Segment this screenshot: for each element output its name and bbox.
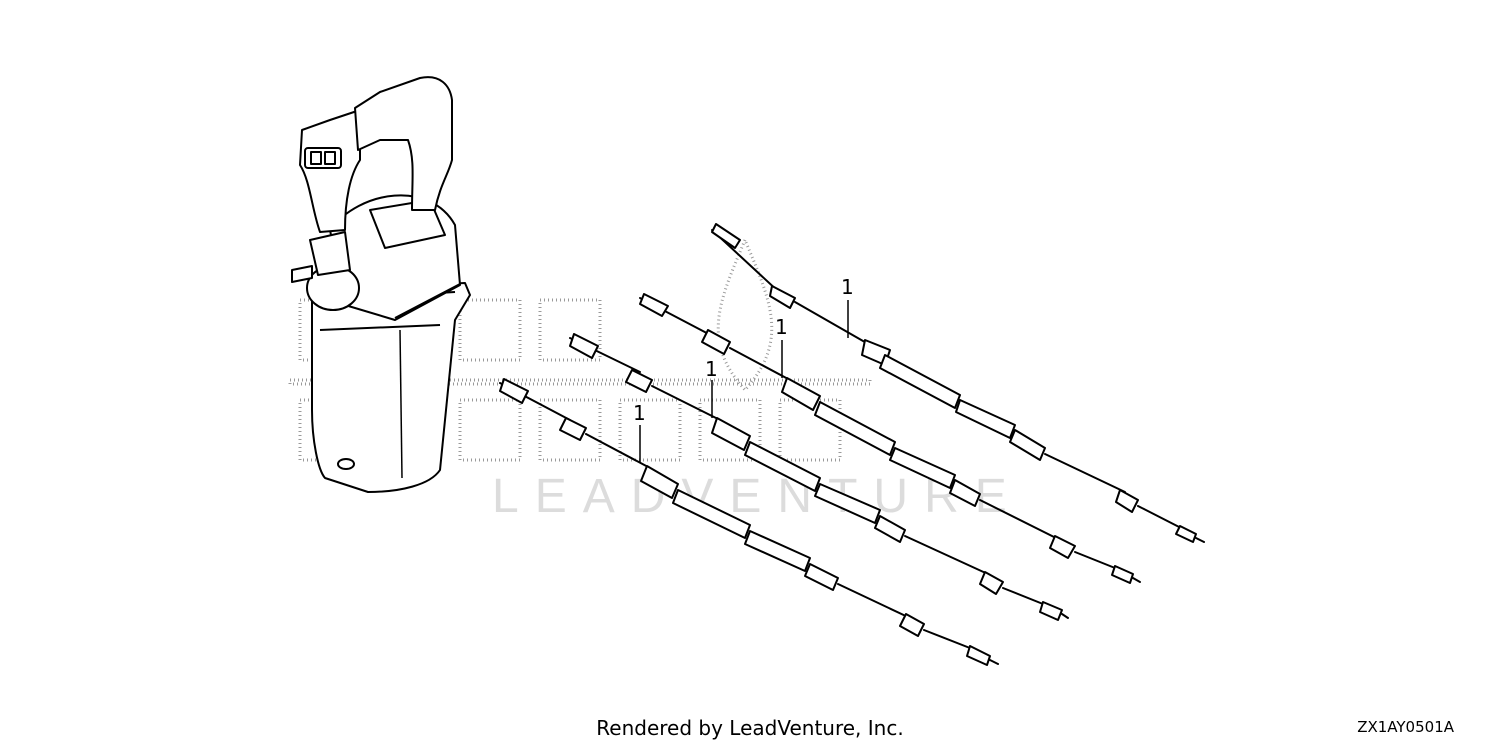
callout-1-cable-b: 1 <box>775 315 788 339</box>
cable-d <box>499 378 999 666</box>
callout-1-cable-c: 1 <box>705 357 718 381</box>
watermark: LEADVENTURE <box>288 236 1023 523</box>
callout-1-cable-a: 1 <box>841 275 854 299</box>
throttle-shift-cables <box>499 223 1205 666</box>
remote-control-box <box>291 76 471 493</box>
diagram-code: ZX1AY0501A <box>1357 718 1454 736</box>
cable-a <box>711 223 1205 543</box>
cable-c <box>569 333 1069 621</box>
rendered-by-credit: Rendered by LeadVenture, Inc. <box>596 716 904 740</box>
watermark-text: LEADVENTURE <box>492 470 1023 523</box>
cable-b <box>639 293 1141 584</box>
callout-1-cable-d: 1 <box>633 401 646 425</box>
callout-leaders <box>639 300 849 463</box>
